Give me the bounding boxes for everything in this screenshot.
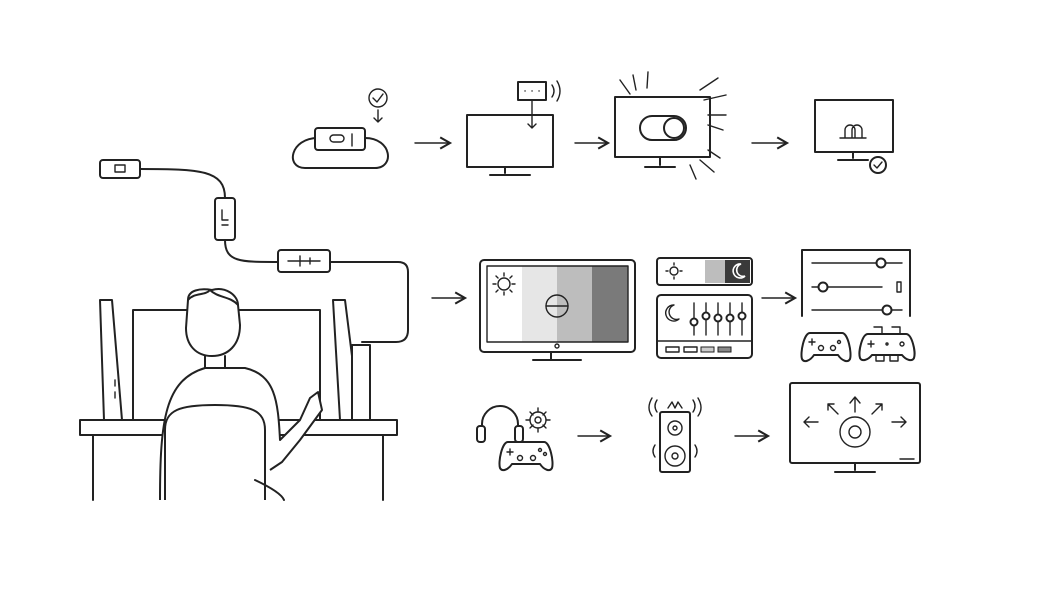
- check-icon: [869, 156, 887, 174]
- adapter-icon: [277, 249, 331, 273]
- speaker-icon: [648, 397, 702, 473]
- step-monitor-toggle: [614, 71, 727, 180]
- step-monitor-done: [814, 99, 894, 174]
- step-surround-monitor: [789, 382, 921, 473]
- step-tv-calibration: [479, 259, 636, 361]
- person-at-desk: [79, 288, 398, 501]
- headset-gamepad-group: [476, 405, 554, 472]
- step-adapter: [291, 88, 389, 169]
- check-icon: [368, 88, 388, 108]
- slider-icon: [801, 249, 911, 317]
- night-mode-toggle: [656, 257, 753, 286]
- headset-icon: [476, 405, 524, 443]
- usb-cable-icon: [99, 159, 409, 343]
- equalizer-icon: [656, 294, 753, 359]
- moon-icon: [732, 263, 746, 279]
- gamepad-icon: [800, 326, 916, 363]
- person-icon: [159, 288, 323, 501]
- step-monitor-remote: [466, 80, 561, 176]
- sun-icon: [492, 272, 516, 296]
- moon-icon: [665, 304, 680, 322]
- gear-icon: [525, 407, 551, 433]
